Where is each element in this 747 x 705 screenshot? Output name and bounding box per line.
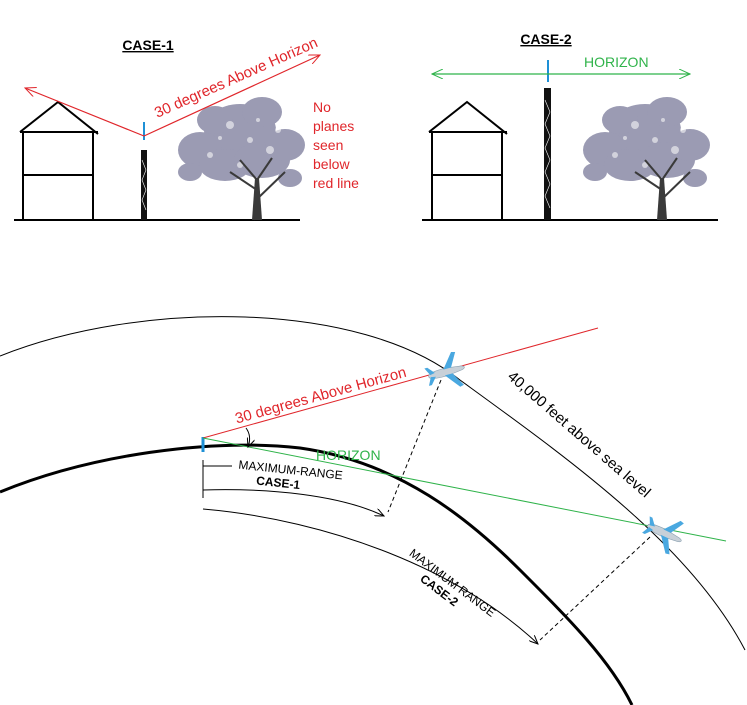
angle-arc	[245, 427, 250, 447]
earth-horizon-line	[202, 437, 727, 542]
mast-icon	[141, 122, 147, 220]
range2-arrow	[202, 508, 538, 644]
case1-note-line: below	[313, 156, 350, 172]
altitude-label: 40,000 feet above sea level	[504, 368, 654, 501]
range2-label: MAXIMUM RANGE CASE-2	[407, 546, 498, 620]
tree-icon	[582, 96, 711, 221]
case1-ray-right	[143, 54, 320, 137]
house-icon	[428, 101, 508, 221]
case1-note-line: planes	[313, 118, 354, 134]
case2-title: CASE-2	[520, 31, 572, 47]
earth-diagram: 30 degrees Above Horizon HORIZON MAXIMUM…	[0, 316, 746, 705]
range1-line2: CASE-1	[256, 474, 302, 493]
case2-panel: CASE-2 HORIZON	[422, 31, 718, 221]
case1-note-line: red line	[313, 175, 359, 191]
earth-surface	[0, 443, 634, 705]
case1-ray-left	[25, 88, 145, 137]
case1-drop-line	[387, 379, 442, 513]
house-icon	[19, 101, 99, 221]
earth-horizon-label: HORIZON	[316, 447, 381, 463]
case1-note-line: seen	[313, 137, 343, 153]
airplane-icon	[637, 507, 690, 558]
case1-note: No planes seen below red line	[313, 99, 359, 191]
case1-note-line: No	[313, 99, 331, 115]
case2-horizon-label: HORIZON	[584, 54, 649, 70]
airplane-icon	[421, 349, 470, 396]
earth-30deg-line	[202, 327, 599, 439]
range1-arrow	[202, 489, 384, 516]
case2-drop-line	[539, 536, 651, 641]
tree-icon	[177, 96, 306, 221]
earth-angle-label: 30 degrees Above Horizon	[233, 364, 408, 428]
case1-title: CASE-1	[122, 37, 174, 53]
mast-icon	[544, 60, 551, 220]
altitude-arc	[0, 316, 746, 651]
case1-panel: CASE-1 30 degrees Above Horizon No plane…	[14, 34, 359, 221]
